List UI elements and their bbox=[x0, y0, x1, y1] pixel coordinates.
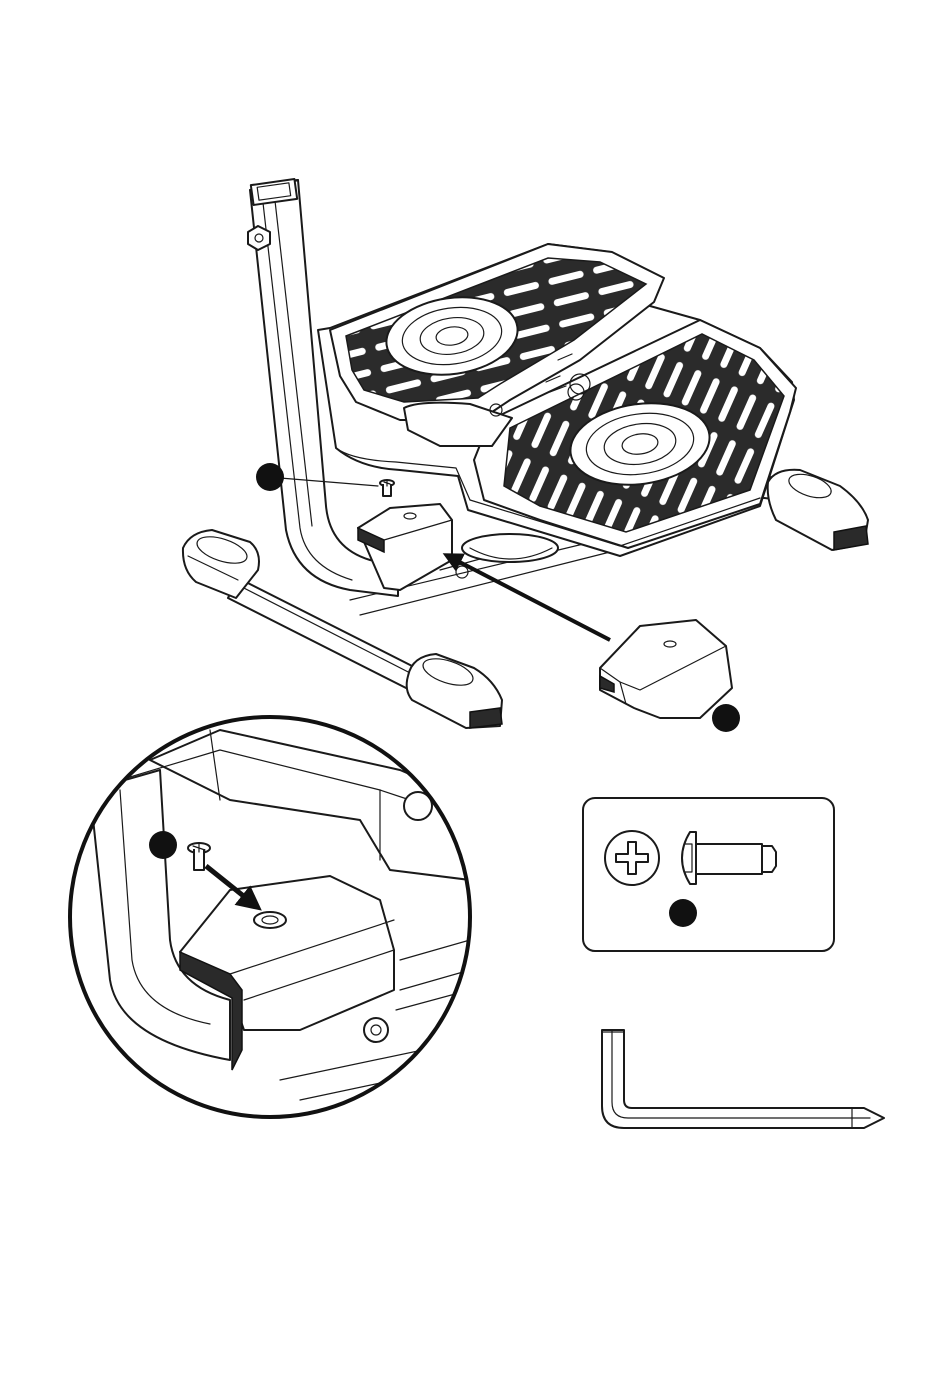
callout-cover bbox=[712, 704, 740, 732]
phillips-screw-icon bbox=[605, 831, 659, 885]
main-assembly-view bbox=[183, 179, 868, 732]
loose-cover bbox=[600, 620, 732, 718]
callout-screw-main bbox=[256, 463, 284, 491]
screw-main bbox=[380, 480, 394, 496]
hardware-box bbox=[583, 798, 834, 951]
drive-hub bbox=[462, 534, 558, 562]
callout-hardware bbox=[669, 899, 697, 927]
callout-screw-detail bbox=[149, 831, 177, 859]
detail-magnifier bbox=[70, 717, 470, 1117]
insertion-arrow-icon bbox=[448, 556, 610, 640]
allen-wrench-icon bbox=[602, 1030, 884, 1128]
